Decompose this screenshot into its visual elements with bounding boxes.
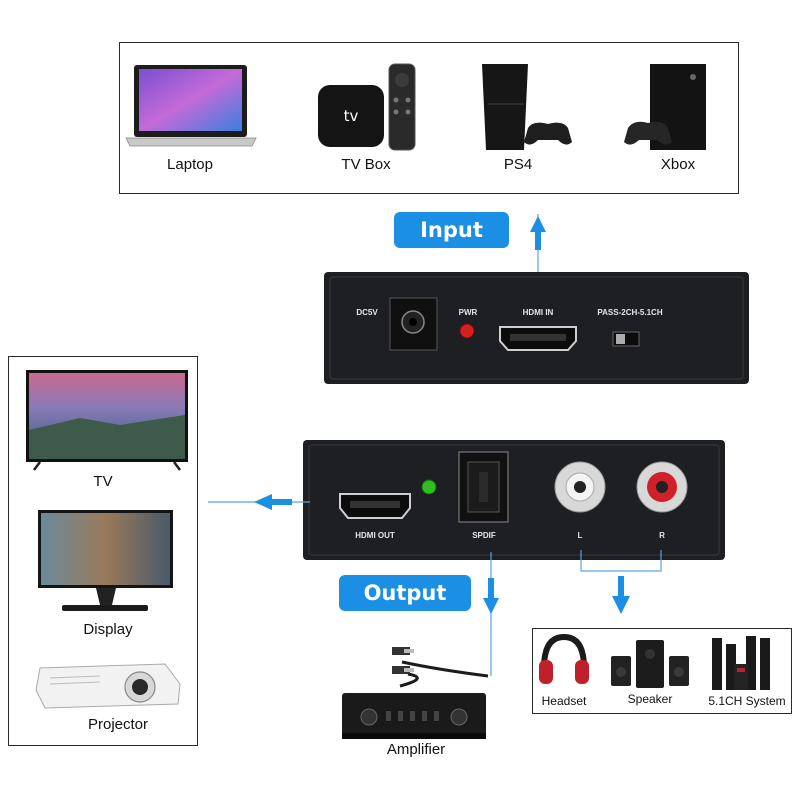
input-badge: Input (394, 212, 509, 248)
display-device-label-projector: Projector (87, 716, 149, 733)
spdif-port-label: SPDIF (472, 531, 496, 540)
svg-text:tv: tv (344, 107, 359, 125)
tv-box-icon: tv (318, 63, 416, 151)
input-device-label-ps4: PS4 (503, 156, 533, 173)
audio-device-label-headset: Headset (541, 694, 587, 708)
rca-connector-bracket (580, 550, 662, 572)
hdmi-in-port-label: HDMI IN (522, 308, 554, 317)
spdif-arrow-icon (483, 578, 499, 614)
amplifier-icon (342, 693, 486, 739)
rca-right-port-label: R (659, 531, 665, 540)
converter-output-side (303, 440, 725, 560)
rca-left-port-label: L (577, 531, 583, 540)
input-device-label-xbox: Xbox (660, 156, 696, 173)
monitor-icon (38, 510, 173, 611)
input-device-label-tv-box: TV Box (341, 156, 391, 173)
display-device-label-display: Display (83, 621, 133, 638)
display-arrow-icon (254, 494, 292, 510)
audio-device-label-speaker: Speaker (627, 692, 673, 706)
display-devices-panel (8, 356, 198, 746)
audio-mode-switch-label: PASS-2CH-5.1CH (597, 308, 663, 317)
amplifier-label: Amplifier (386, 741, 446, 758)
dc5v-port-label: DC5V (356, 308, 378, 317)
xbox-icon (624, 64, 706, 150)
display-device-label-tv: TV (93, 473, 113, 490)
converter-input-side (324, 272, 749, 384)
hdmi-out-port-label: HDMI OUT (355, 531, 395, 540)
audio-device-label-5-1ch-system: 5.1CH System (708, 694, 786, 708)
input-device-label-laptop: Laptop (167, 156, 213, 173)
output-badge: Output (339, 575, 471, 611)
headset-icon (539, 633, 589, 684)
pwr-led-label: PWR (458, 308, 478, 317)
surround-system-icon (712, 636, 770, 690)
input-arrow-icon (530, 216, 546, 250)
ps4-icon (482, 64, 572, 150)
audio-devices-panel (532, 628, 792, 714)
speaker-icon (611, 640, 689, 688)
laptop-icon (125, 65, 257, 147)
optical-cable-icon (392, 647, 489, 688)
projector-icon (35, 663, 181, 709)
tv-icon (26, 370, 188, 471)
rca-arrow-icon (612, 576, 630, 614)
